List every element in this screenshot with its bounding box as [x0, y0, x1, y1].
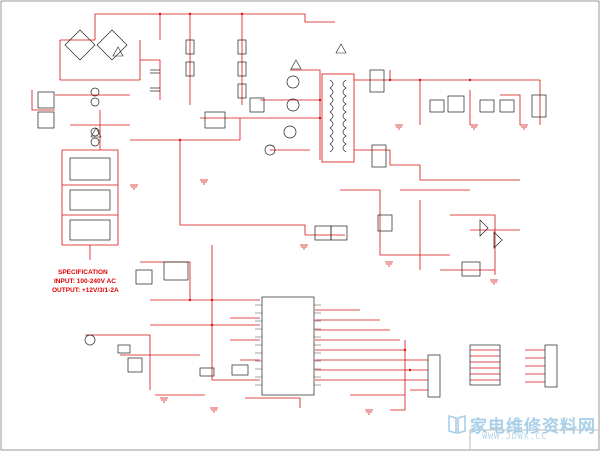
spec-title: SPECIFICATION	[58, 269, 108, 276]
mcu-pins	[255, 304, 321, 386]
spec-input: INPUT: 100-240V AC	[54, 278, 116, 285]
junction-dots	[158, 12, 472, 372]
book-icon	[448, 414, 466, 434]
warning-symbols	[90, 43, 347, 138]
signal-section-wires	[85, 245, 545, 411]
watermark-url: WWW.JDWX.CC	[482, 432, 548, 442]
watermark-text: 家电维修资料网	[470, 417, 596, 437]
watermark: 家电维修资料网 WWW.JDWX.CC	[446, 412, 596, 444]
spec-output: OUTPUT: +12V/3/1-2A	[52, 287, 119, 294]
power-section-wires	[31, 13, 541, 275]
component-symbols	[37, 29, 558, 398]
ground-symbols	[130, 124, 528, 415]
specification-block: SPECIFICATION INPUT: 100-240V AC OUTPUT:…	[52, 268, 172, 295]
